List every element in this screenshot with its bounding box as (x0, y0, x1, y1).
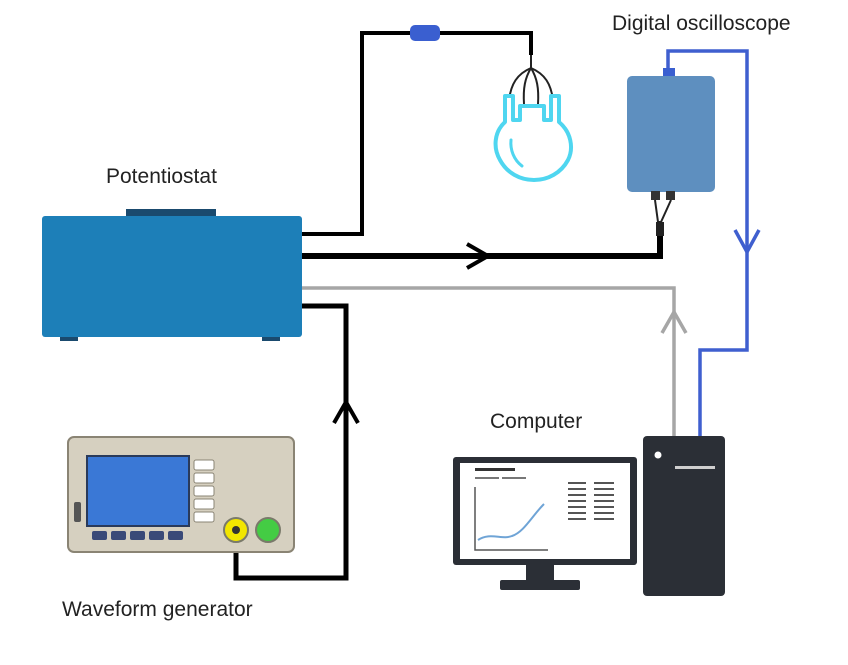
arrowhead-icon (332, 397, 360, 424)
wire-oscilloscope-to-computer (666, 49, 749, 436)
screen-text-lines (568, 482, 614, 520)
wire-potentiostat-to-oscilloscope (302, 234, 663, 259)
waveform-generator-device (67, 436, 295, 553)
oscilloscope-device (627, 68, 715, 236)
screen-plot-axes (474, 487, 548, 551)
arrowhead-icon (466, 242, 493, 270)
computer-tower (643, 436, 725, 596)
wire-potentiostat-to-cell (302, 31, 533, 236)
oscilloscope-label: Digital oscilloscope (612, 12, 791, 35)
generator-screen (86, 455, 190, 527)
screen-plot-curve-icon (477, 503, 545, 541)
wire-potentiostat-to-computer (302, 286, 676, 436)
generator-side-buttons (193, 459, 215, 523)
computer-monitor (453, 457, 637, 590)
electrochemical-cell-icon (493, 55, 573, 182)
power-button-icon (255, 517, 281, 543)
potentiostat-label: Potentiostat (106, 165, 217, 188)
cable-connector-icon (410, 25, 440, 41)
arrowhead-icon (733, 229, 761, 256)
arrowhead-icon (660, 308, 688, 334)
potentiostat-device (42, 209, 302, 341)
generator-function-keys (92, 531, 183, 540)
computer-label: Computer (490, 410, 583, 433)
wire-generator-to-potentiostat (233, 303, 349, 581)
waveform-generator-label: Waveform generator (62, 598, 253, 621)
